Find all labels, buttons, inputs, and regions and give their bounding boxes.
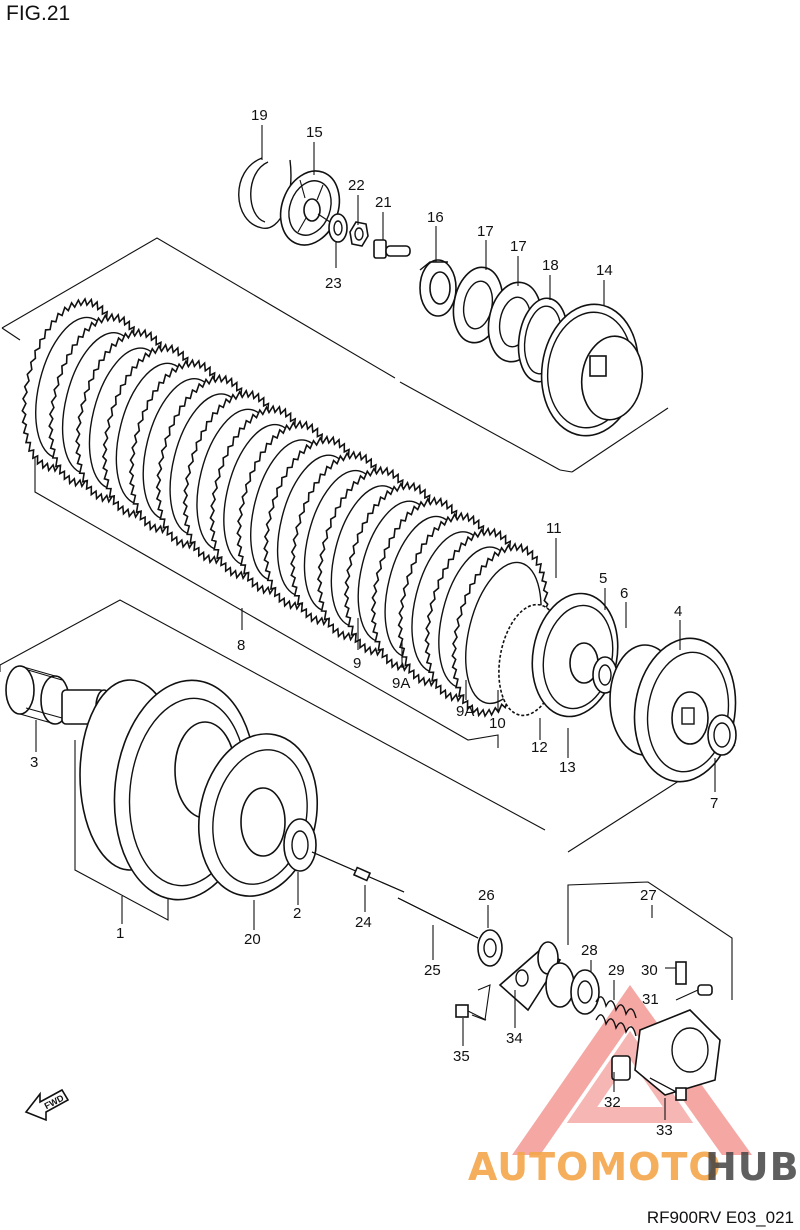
callout-10: 10 [489,715,506,732]
callout-23: 23 [325,275,342,292]
callout-21: 21 [375,194,392,211]
callout-15: 15 [306,124,323,141]
callout-19: 19 [251,107,268,124]
callout-29: 29 [608,962,625,979]
callout-28: 28 [581,942,598,959]
part-4-clutch-hub [609,637,737,783]
callout-1: 1 [116,925,124,942]
callout-20: 20 [244,931,261,948]
part-21-bolt [373,239,411,259]
figure-title: FIG.21 [6,2,71,25]
part-7-washer [707,714,737,756]
callout-8: 8 [237,637,245,654]
callout-34: 34 [506,1030,523,1047]
part-27-release-cylinder [611,1009,721,1096]
figure-code: RF900RV E03_021 [646,1208,794,1227]
callout-3: 3 [30,754,38,771]
callout-26: 26 [478,887,495,904]
watermark-text-a: AUTOMOTO [468,1145,722,1189]
callout-4: 4 [674,603,682,620]
part-31-cap [675,984,713,1001]
callout-12: 12 [531,739,548,756]
leader-lines [35,125,716,1120]
callout-14: 14 [596,262,613,279]
callout-33: 33 [656,1122,673,1139]
callout-30: 30 [641,962,658,979]
callout-7: 7 [710,795,718,812]
part-16-bearing [419,259,457,317]
clutch-plate-stack [21,297,549,718]
part-14-sleeve-hub [540,303,644,437]
callout-35: 35 [453,1048,470,1065]
part-22-nut [349,221,369,247]
callout-25: 25 [424,962,441,979]
part-29-spring [595,996,637,1037]
callout-labels: 19 15 22 21 23 16 17 17 18 14 8 9 9A 9A … [30,107,718,1139]
callout-11: 11 [546,520,562,537]
watermark-wordmark: AUTOMOTO HUB [468,1145,800,1189]
part-15-pressure-plate [279,170,341,246]
part-28-seal [545,962,600,1015]
callout-24: 24 [355,914,372,931]
callout-9a-a: 9A [392,675,410,692]
callout-16: 16 [427,209,444,226]
part-2-thrust-washer [283,818,317,872]
fwd-arrow: FWD [24,1088,70,1122]
callout-18: 18 [542,257,559,274]
part-24-push-rod [311,851,405,893]
part-33-bolt [649,1077,687,1101]
callout-6: 6 [620,585,628,602]
callout-13: 13 [559,759,576,776]
callout-22: 22 [348,177,365,194]
part-3-needle-bearing [5,665,70,725]
assembly-brackets [0,237,736,1000]
callout-17-b: 17 [510,238,527,255]
callout-9a-b: 9A [456,703,474,720]
callout-32: 32 [604,1094,621,1111]
part-23-washer [328,213,348,243]
watermark-triangle [512,985,752,1155]
part-30-bleeder [665,961,687,985]
part-26-oil-seal [477,929,503,967]
part-25-push-rod [397,897,479,939]
callout-2: 2 [293,905,301,922]
part-35-bolt [455,984,491,1021]
callout-17-a: 17 [477,223,494,240]
callout-27: 27 [640,887,657,904]
callout-31: 31 [642,991,659,1008]
watermark-text-b: HUB [705,1145,800,1189]
callout-9: 9 [353,655,361,672]
callout-5: 5 [599,570,607,587]
